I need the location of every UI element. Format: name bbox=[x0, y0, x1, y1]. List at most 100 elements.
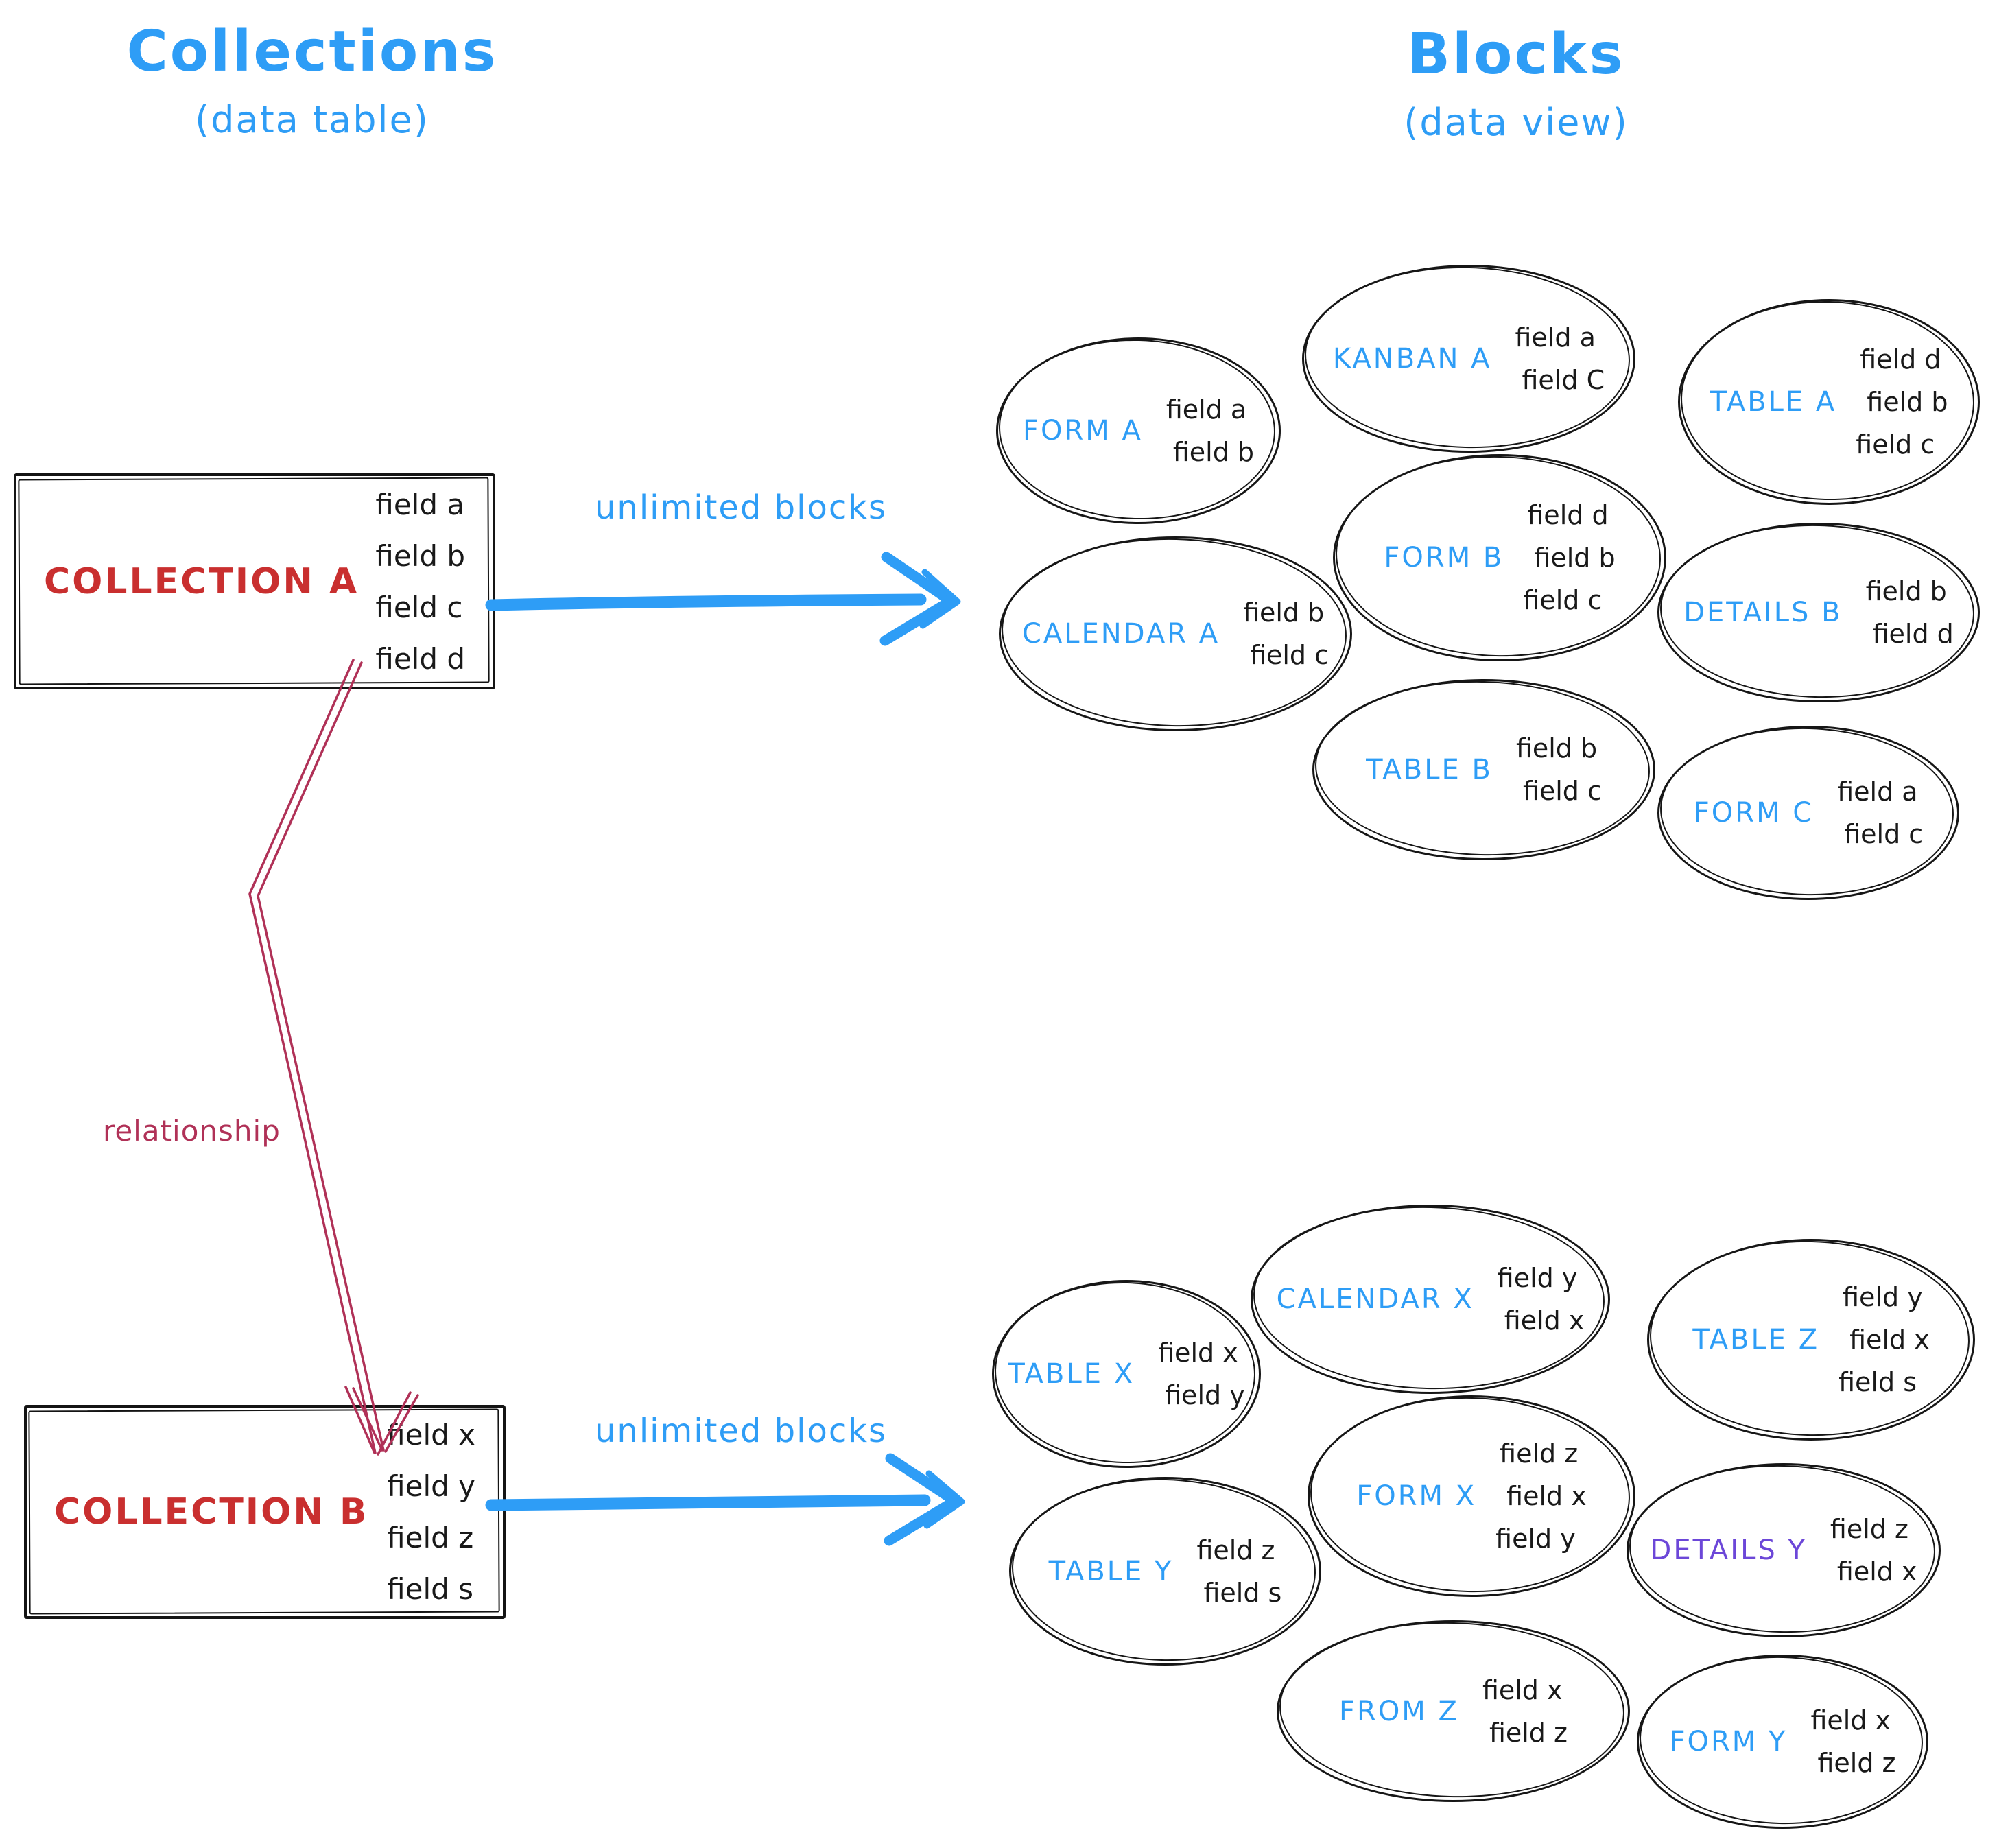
block-fields: field z field x bbox=[1830, 1514, 1917, 1587]
block-fields: field b field d bbox=[1866, 576, 1954, 649]
block-fields: field y field x bbox=[1498, 1263, 1585, 1336]
block-field: field y bbox=[1497, 1263, 1578, 1293]
block-form-b: FORM B field d field b field c bbox=[1333, 454, 1666, 661]
block-table-x: TABLE X field x field y bbox=[992, 1280, 1261, 1468]
block-field: field c bbox=[1523, 585, 1603, 615]
block-label: KANBAN A bbox=[1332, 343, 1492, 375]
block-fields: field d field b field c bbox=[1856, 344, 1948, 460]
block-label: TABLE X bbox=[1008, 1358, 1135, 1390]
block-form-a: FORM A field a field b bbox=[996, 337, 1281, 524]
block-label: DETAILS B bbox=[1683, 597, 1843, 628]
block-label: TABLE Y bbox=[1048, 1555, 1174, 1587]
block-fields: field d field b field c bbox=[1523, 500, 1616, 615]
block-field: field d bbox=[1860, 344, 1941, 375]
block-label: FORM X bbox=[1356, 1480, 1477, 1512]
block-field: field a bbox=[1837, 777, 1918, 807]
block-table-b: TABLE B field b field c bbox=[1312, 679, 1655, 860]
block-calendar-a: CALENDAR A field b field c bbox=[999, 536, 1352, 731]
block-field: field x bbox=[1849, 1325, 1930, 1355]
block-field: field b bbox=[1172, 437, 1255, 467]
collection-field: field a bbox=[375, 487, 465, 521]
block-label: FORM Y bbox=[1669, 1726, 1788, 1757]
blocks-title: Blocks bbox=[1407, 22, 1625, 87]
block-field: field d bbox=[1872, 619, 1954, 649]
collection-b-box: COLLECTION B field x field y field z fie… bbox=[24, 1405, 506, 1619]
collection-a-fields: field a field b field c field d bbox=[375, 488, 469, 676]
block-fields: field a field c bbox=[1837, 777, 1923, 849]
collections-header: Collections (data table) bbox=[41, 19, 583, 141]
block-field: field x bbox=[1836, 1556, 1917, 1587]
block-field: field z bbox=[1489, 1717, 1568, 1748]
blocks-header: Blocks (data view) bbox=[1242, 22, 1790, 144]
block-details-y: DETAILS Y field z field x bbox=[1627, 1463, 1941, 1637]
collection-field: field d bbox=[375, 641, 465, 676]
block-table-z: TABLE Z field y field x field s bbox=[1647, 1239, 1975, 1441]
block-fields: field a field b bbox=[1166, 394, 1254, 467]
block-fields: field x field y bbox=[1158, 1338, 1245, 1410]
block-field: field z bbox=[1196, 1535, 1275, 1565]
block-label: FORM A bbox=[1022, 415, 1143, 447]
block-field: field s bbox=[1203, 1577, 1282, 1608]
block-form-y: FORM Y field x field z bbox=[1637, 1655, 1928, 1829]
block-field: field a bbox=[1515, 322, 1596, 353]
block-field: field C bbox=[1522, 365, 1605, 395]
block-table-a: TABLE A field d field b field c bbox=[1678, 299, 1980, 505]
block-label: FORM B bbox=[1384, 542, 1504, 573]
block-fields: field y field x field s bbox=[1838, 1282, 1930, 1397]
block-field: field x bbox=[1504, 1305, 1585, 1336]
block-table-y: TABLE Y field z field s bbox=[1009, 1477, 1321, 1666]
block-fields: field z field s bbox=[1196, 1535, 1281, 1608]
block-field: field y bbox=[1165, 1380, 1245, 1410]
block-label: TABLE B bbox=[1366, 754, 1493, 785]
collection-a-name: COLLECTION A bbox=[44, 560, 359, 602]
block-label: TABLE Z bbox=[1692, 1324, 1820, 1355]
block-field: field b bbox=[1867, 387, 1948, 417]
collection-b-fields: field x field y field z field s bbox=[387, 1418, 480, 1606]
block-from-z: FROM Z field x field z bbox=[1277, 1620, 1630, 1802]
collection-field: field z bbox=[387, 1521, 474, 1554]
collection-field: field b bbox=[375, 538, 465, 573]
block-fields: field x field z bbox=[1482, 1675, 1568, 1748]
collection-field: field x bbox=[387, 1418, 475, 1452]
block-kanban-a: KANBAN A field a field C bbox=[1302, 265, 1635, 453]
block-form-c: FORM C field a field c bbox=[1657, 726, 1959, 900]
collections-title: Collections bbox=[126, 19, 498, 84]
block-field: field x bbox=[1506, 1481, 1587, 1511]
collection-b-name: COLLECTION B bbox=[54, 1491, 369, 1532]
block-label: DETAILS Y bbox=[1650, 1535, 1807, 1566]
relationship-arrow bbox=[248, 659, 419, 1456]
block-field: field z bbox=[1817, 1748, 1896, 1778]
collection-a-box: COLLECTION A field a field b field c fie… bbox=[14, 473, 495, 689]
block-field: field b bbox=[1534, 543, 1616, 573]
block-field: field c bbox=[1250, 640, 1329, 670]
block-label: CALENDAR A bbox=[1021, 618, 1220, 650]
block-form-x: FORM X field z field x field y bbox=[1308, 1395, 1635, 1597]
collection-field: field s bbox=[387, 1572, 474, 1606]
block-field: field z bbox=[1830, 1514, 1908, 1544]
block-label: FROM Z bbox=[1339, 1695, 1459, 1727]
block-field: field x bbox=[1810, 1705, 1891, 1736]
block-label: CALENDAR X bbox=[1276, 1283, 1474, 1315]
block-field: field c bbox=[1856, 429, 1935, 460]
block-calendar-x: CALENDAR X field y field x bbox=[1251, 1205, 1610, 1394]
block-field: field z bbox=[1500, 1438, 1579, 1469]
block-field: field c bbox=[1844, 819, 1924, 849]
collection-field: field c bbox=[375, 590, 463, 624]
unlimited-blocks-label-bottom: unlimited blocks bbox=[594, 1412, 888, 1450]
unlimited-blocks-label-top: unlimited blocks bbox=[594, 488, 888, 527]
unlimited-blocks-arrow-top bbox=[485, 552, 961, 646]
block-field: field b bbox=[1243, 597, 1325, 628]
relationship-label: relationship bbox=[103, 1114, 281, 1148]
block-field: field d bbox=[1527, 500, 1609, 530]
block-field: field b bbox=[1515, 733, 1598, 763]
block-fields: field a field C bbox=[1515, 322, 1605, 395]
collection-field: field y bbox=[387, 1469, 475, 1503]
blocks-subtitle: (data view) bbox=[1404, 101, 1629, 144]
unlimited-blocks-arrow-bottom bbox=[485, 1453, 965, 1546]
block-field: field a bbox=[1166, 394, 1247, 425]
block-fields: field x field z bbox=[1810, 1705, 1895, 1778]
block-label: FORM C bbox=[1693, 797, 1814, 829]
block-fields: field b field c bbox=[1243, 597, 1329, 670]
block-fields: field b field c bbox=[1516, 733, 1602, 806]
